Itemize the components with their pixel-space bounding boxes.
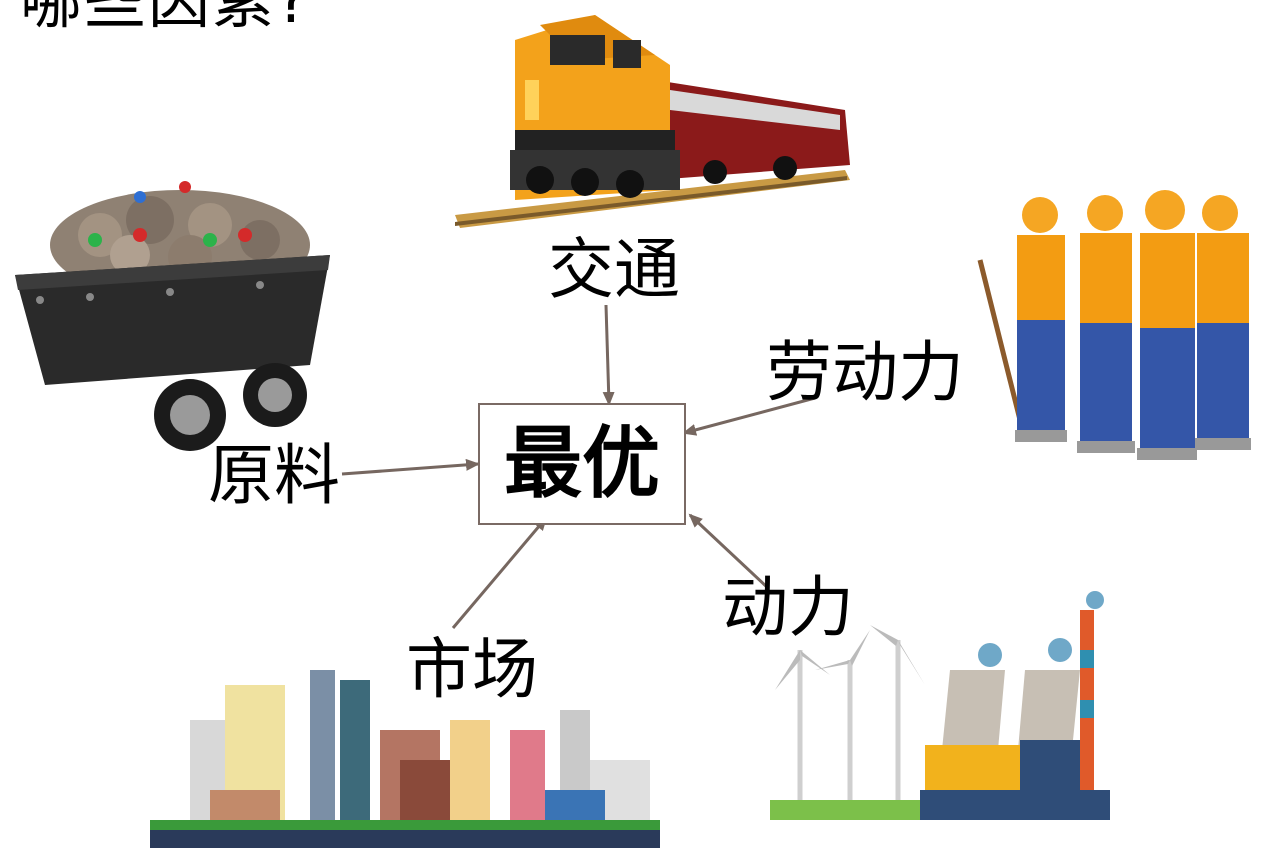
- label-labor: 劳动力: [766, 334, 964, 411]
- workers-image: [977, 190, 1251, 460]
- city-image: [150, 670, 660, 848]
- page-title: 哪些因素?: [20, 0, 311, 37]
- arrow-power: [688, 513, 770, 590]
- arrow-market: [451, 516, 548, 629]
- arrow-labor: [682, 396, 816, 436]
- arrow-raw-material: [341, 458, 480, 476]
- label-power: 动力: [722, 569, 854, 646]
- label-market: 市场: [406, 631, 538, 708]
- center-label: 最优: [503, 419, 660, 509]
- train-image: [455, 15, 850, 228]
- center-box: 最优: [478, 403, 686, 525]
- arrow-transport: [602, 304, 615, 406]
- power-plant-image: [770, 591, 1110, 820]
- label-transport: 交通: [548, 231, 680, 308]
- label-raw-material: 原料: [208, 437, 340, 514]
- mine-cart-image: [15, 181, 330, 451]
